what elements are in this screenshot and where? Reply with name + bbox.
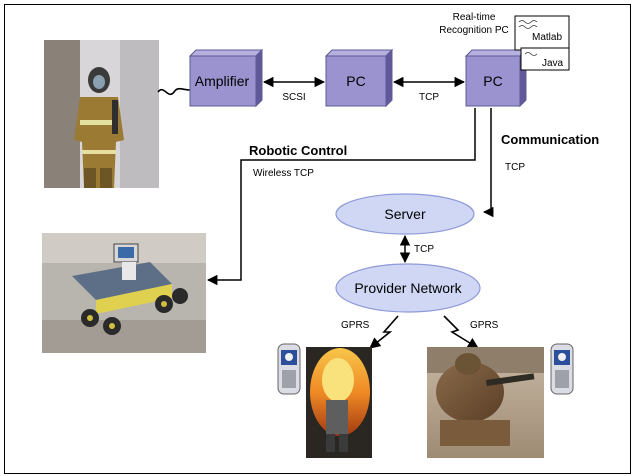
gprs-left-label: GPRS	[341, 320, 370, 331]
matlab-label: Matlab	[532, 32, 562, 43]
amplifier-box: Amplifier	[188, 48, 264, 108]
sensor-cable	[157, 87, 191, 96]
tcp-server-label: TCP	[505, 162, 525, 173]
matlab-window: Matlab	[514, 15, 570, 51]
pc-caption-line2: Recognition PC	[439, 25, 508, 36]
diagram-frame	[4, 4, 631, 474]
communication-line	[482, 108, 494, 218]
soldier-photo	[427, 347, 544, 458]
gprs-right-bolt	[443, 315, 479, 349]
pc2-box: PC	[464, 48, 528, 108]
pc2-label: PC	[483, 73, 502, 89]
pc1-label: PC	[346, 73, 365, 89]
pc-caption-line1: Real-time	[453, 12, 496, 23]
fire-scene-photo	[306, 347, 372, 458]
scsi-label: SCSI	[282, 92, 305, 103]
gprs-right-label: GPRS	[470, 320, 499, 331]
provider-network-node: Provider Network	[335, 263, 481, 313]
provider-network-label: Provider Network	[354, 280, 462, 296]
amplifier-label: Amplifier	[195, 73, 250, 89]
pc1-box: PC	[324, 48, 394, 108]
mobile-phone-right-icon	[550, 343, 574, 395]
tcp-network-label: TCP	[414, 244, 434, 255]
gprs-left-bolt	[369, 315, 399, 349]
java-label: Java	[542, 58, 564, 69]
server-label: Server	[384, 206, 426, 222]
java-window: Java	[520, 47, 570, 71]
wireless-tcp-label: Wireless TCP	[253, 168, 314, 179]
mobile-phone-left-icon	[277, 343, 301, 395]
communication-label: Communication	[501, 132, 599, 147]
robotic-control-line	[206, 108, 476, 286]
robotic-control-label: Robotic Control	[249, 143, 347, 158]
server-node: Server	[335, 193, 475, 235]
tcp-pc-label: TCP	[419, 92, 439, 103]
robot-photo	[42, 233, 206, 353]
firefighter-photo	[44, 40, 159, 188]
